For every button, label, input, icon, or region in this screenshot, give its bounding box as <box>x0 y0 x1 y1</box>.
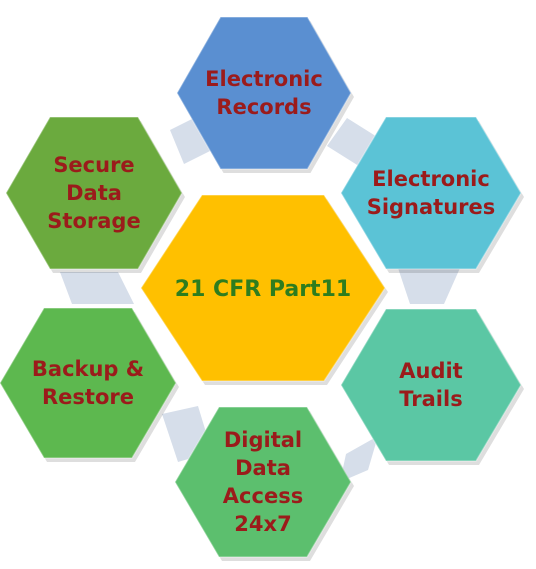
center-label: 21 CFR Part11 <box>175 277 351 302</box>
audit-trails-label-line: Audit <box>399 359 462 383</box>
electronic-records-label-line: Electronic <box>205 67 323 91</box>
hex-backup-restore: Backup & Restore <box>0 307 179 462</box>
digital-data-access-label-line: Access <box>223 484 303 508</box>
digital-data-access-label-line: Data <box>235 456 291 480</box>
electronic-records-label-line: Records <box>216 95 311 119</box>
electronic-signatures-label-line: Electronic <box>372 167 490 191</box>
connector-2 <box>398 268 460 304</box>
hex-electronic-records-shape <box>176 16 352 170</box>
hex-center: 21 CFR Part11 <box>140 194 388 385</box>
hex-secure-data-storage-shape <box>5 116 183 270</box>
hex-center-shape <box>140 194 386 382</box>
hexagon-layer: ElectronicRecordsElectronicSignaturesAud… <box>0 16 524 561</box>
hex-digital-data-access-shape <box>174 406 352 558</box>
connector-5 <box>60 272 134 304</box>
secure-data-storage-label-line: Data <box>66 181 122 205</box>
audit-trails-label-line: Trails <box>399 387 462 411</box>
digital-data-access-label-line: 24x7 <box>234 512 291 536</box>
hex-audit-trails-shape <box>340 308 522 462</box>
secure-data-storage-label-line: Secure <box>53 153 134 177</box>
connector-3 <box>340 436 378 482</box>
backup-restore-label-line: Restore <box>42 385 134 409</box>
backup-restore-label-line: Backup & <box>32 357 144 381</box>
secure-data-storage-label-line: Storage <box>47 209 140 233</box>
digital-data-access-label-line: Digital <box>224 428 302 452</box>
hex-electronic-signatures-shape <box>340 116 522 270</box>
hex-backup-restore-shape <box>0 307 177 459</box>
electronic-signatures-label-line: Signatures <box>367 195 496 219</box>
